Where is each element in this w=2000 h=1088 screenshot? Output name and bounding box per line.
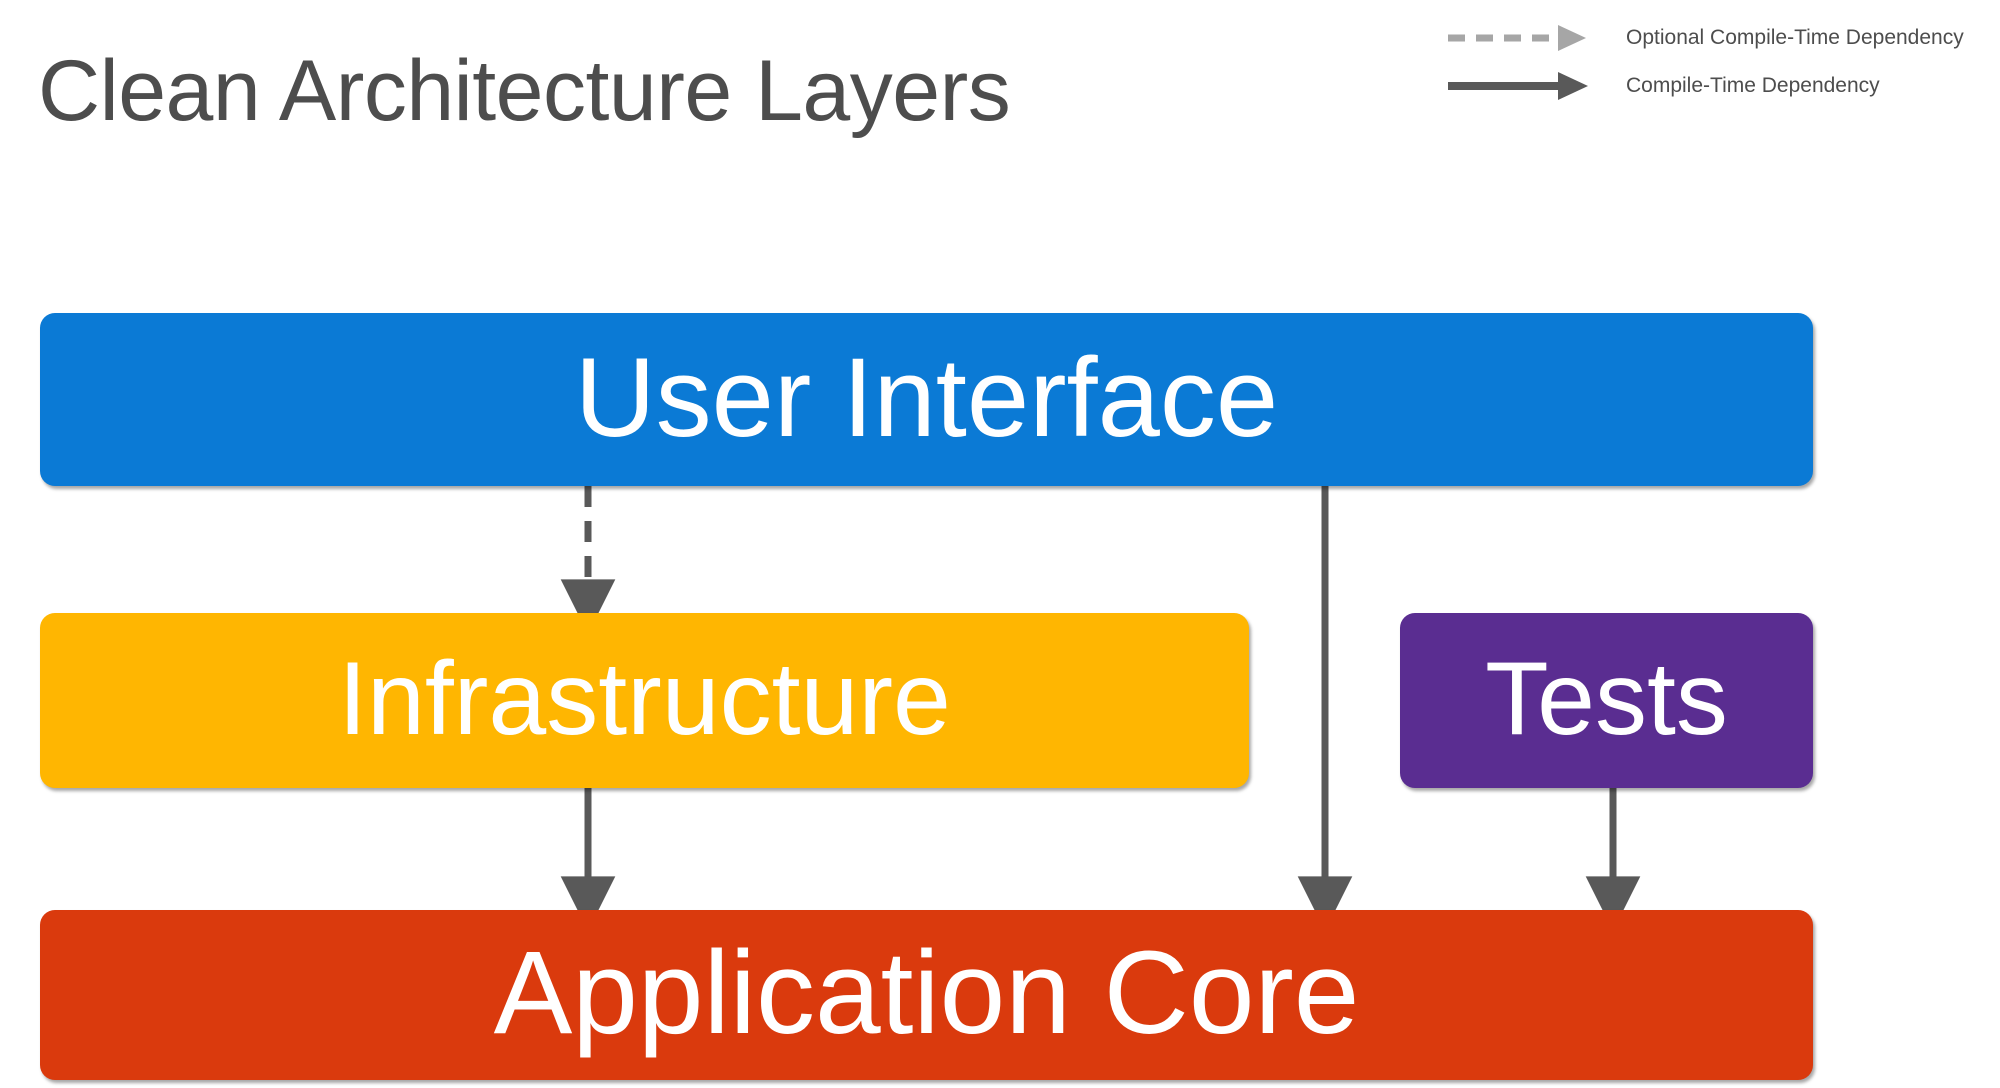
layer-label-tests: Tests [1485,640,1728,757]
legend-item-compile-time-dependency: Compile-Time Dependency [1446,62,1986,110]
layer-box-tests[interactable]: Tests [1400,613,1813,788]
legend-label-compile-time-dependency: Compile-Time Dependency [1626,74,1880,97]
layer-box-user-interface[interactable]: User Interface [40,313,1813,486]
solid-arrow-icon [1448,72,1588,100]
layer-label-infrastructure: Infrastructure [338,640,951,757]
layer-label-application-core: Application Core [493,927,1360,1059]
layer-box-infrastructure[interactable]: Infrastructure [40,613,1249,788]
dashed-arrow-icon [1448,25,1586,51]
layer-box-application-core[interactable]: Application Core [40,910,1813,1080]
page-title: Clean Architecture Layers [38,43,1011,139]
legend-item-optional-compile-time-dependency: Optional Compile-Time Dependency [1446,14,1986,62]
layer-label-user-interface: User Interface [574,334,1279,460]
legend-label-optional-compile-time-dependency: Optional Compile-Time Dependency [1626,26,1964,49]
legend: Optional Compile-Time Dependency Compile… [1446,14,1986,110]
